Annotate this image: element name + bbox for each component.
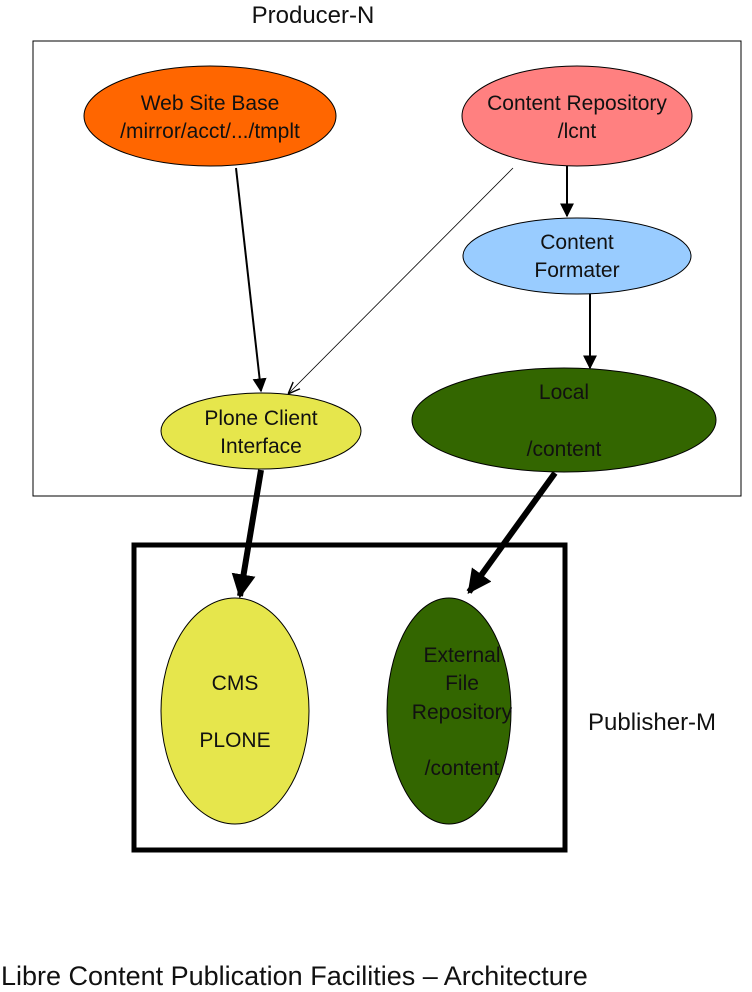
- node-web-site-base: Web Site Base /mirror/acct/.../tmplt: [83, 65, 337, 167]
- external-repo-line1: External: [423, 644, 500, 667]
- external-repo-ellipse: [386, 597, 512, 825]
- node-cms-plone: CMS PLONE: [160, 597, 310, 825]
- cms-plone-line1: CMS: [212, 672, 259, 695]
- arrow-repository-to-plone-client: [289, 167, 514, 393]
- content-repository-line2: /lcnt: [558, 120, 597, 143]
- arrow-local-to-external-repo: [466, 471, 558, 594]
- node-content-repository: Content Repository /lcnt: [461, 65, 693, 167]
- plone-client-line2: Interface: [220, 435, 302, 458]
- arrow-plone-client-to-cms: [231, 469, 264, 599]
- plone-client-line1: Plone Client: [204, 407, 317, 430]
- plone-client-ellipse: [160, 392, 362, 470]
- arrow-website-to-plone-client: [235, 167, 267, 393]
- node-content-formater: Content Formater: [462, 217, 692, 295]
- external-repo-line4: /content: [425, 757, 500, 780]
- content-formater-ellipse: [462, 217, 692, 295]
- cms-plone-line2: PLONE: [199, 729, 270, 752]
- node-local-content: Local /content: [411, 367, 717, 473]
- content-formater-line1: Content: [540, 231, 614, 254]
- diagram-title: Libre Content Publication Facilities – A…: [1, 961, 588, 991]
- producer-box: [32, 40, 742, 497]
- web-site-base-line2: /mirror/acct/.../tmplt: [120, 120, 300, 143]
- node-plone-client-interface: Plone Client Interface: [160, 392, 362, 470]
- local-content-line2: /content: [527, 438, 602, 461]
- content-formater-line2: Formater: [534, 259, 619, 282]
- cms-plone-ellipse: [160, 597, 310, 825]
- local-content-ellipse: [411, 367, 717, 473]
- web-site-base-line1: Web Site Base: [141, 92, 280, 115]
- content-repository-ellipse: [461, 65, 693, 167]
- local-content-line1: Local: [539, 381, 589, 404]
- external-repo-line2: File: [445, 672, 479, 695]
- publisher-label: Publisher-M: [588, 709, 716, 736]
- publisher-box: [131, 542, 568, 853]
- producer-label: Producer-N: [252, 2, 375, 29]
- content-repository-line1: Content Repository: [487, 92, 667, 115]
- node-external-file-repository: External File Repository /content: [386, 597, 513, 825]
- web-site-base-ellipse: [83, 65, 337, 167]
- external-repo-line3: Repository: [412, 701, 513, 724]
